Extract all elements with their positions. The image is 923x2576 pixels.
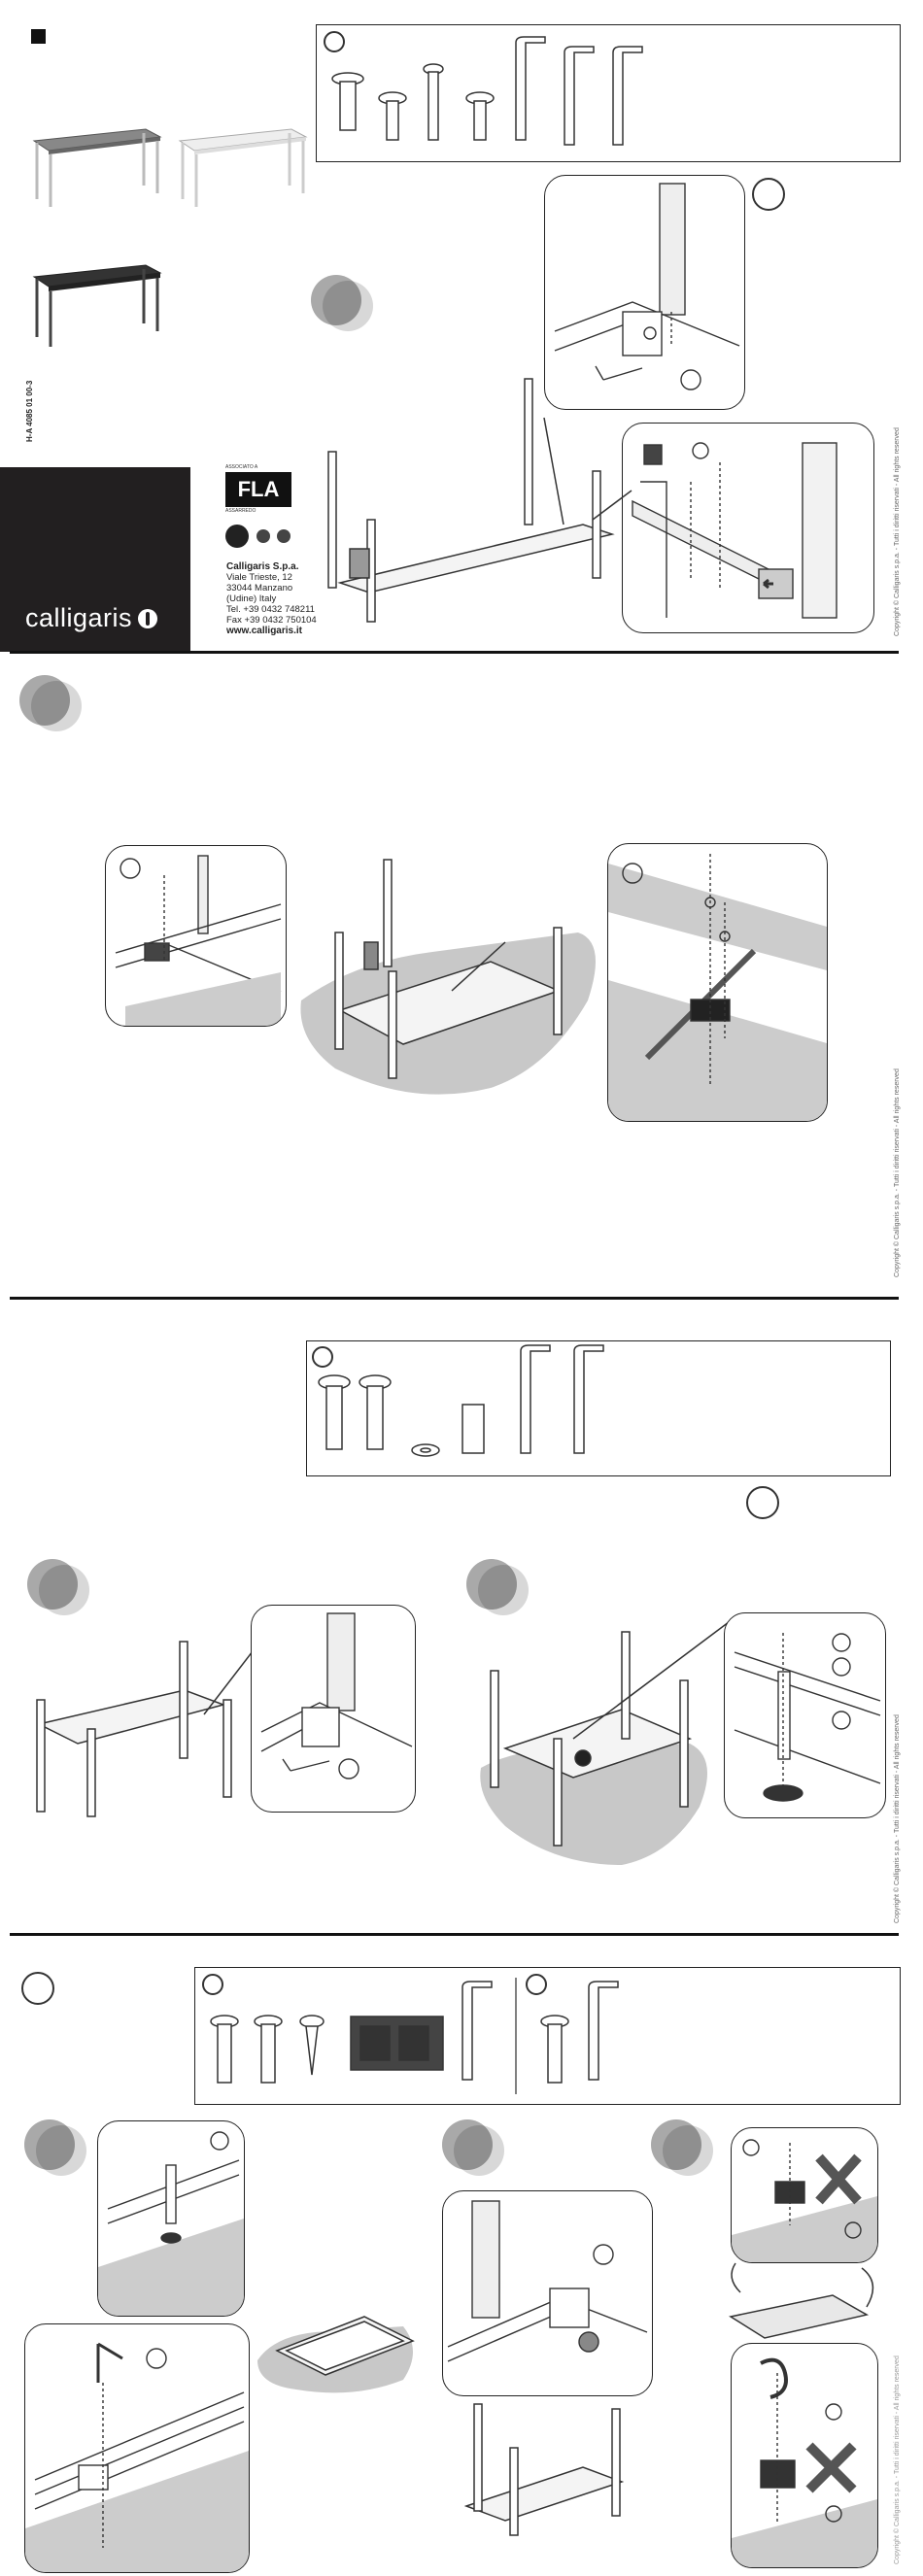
table-frame-step-1 bbox=[327, 378, 632, 623]
fla-logo: ASSOCIATO A FLA ASSARREDO bbox=[225, 464, 293, 525]
copyright-notice-2: Copyright © Calligaris s.p.a. - Tutti i … bbox=[894, 1068, 901, 1277]
brand-name: calligaris bbox=[25, 603, 158, 633]
section-divider-2 bbox=[10, 1297, 899, 1300]
brand-text: calligaris bbox=[25, 603, 133, 632]
table-frame-step-6 bbox=[463, 2403, 625, 2536]
step-indicator-2 bbox=[19, 675, 82, 733]
table-photo-white bbox=[32, 128, 162, 207]
company-address-2: 33044 Manzano bbox=[226, 583, 293, 593]
hardware-panel-2 bbox=[306, 1340, 891, 1476]
copyright-notice-3: Copyright © Calligaris s.p.a. - Tutti i … bbox=[894, 1714, 901, 1923]
table-photo-dark bbox=[32, 264, 162, 347]
detail-panel-leveler bbox=[724, 1612, 886, 1818]
table-top-step-7 bbox=[729, 2262, 874, 2339]
bracket-screw-drawing bbox=[25, 2342, 249, 2572]
brand-logo-icon bbox=[138, 609, 158, 628]
crossbar-bolt-drawing bbox=[608, 854, 827, 1121]
certification-logos bbox=[225, 525, 291, 553]
allen-key-icon bbox=[324, 31, 345, 52]
detail-panel-crossbar-bolt bbox=[607, 843, 828, 1122]
detail-panel-stopper-2 bbox=[731, 2343, 878, 2568]
leveler-insert-drawing bbox=[98, 2131, 244, 2316]
detail-panel-leg-insert bbox=[622, 423, 874, 633]
cert-badge-icon bbox=[256, 529, 271, 543]
detail-panel-leg-mount bbox=[251, 1605, 416, 1813]
copyright-notice-4: Copyright © Calligaris s.p.a. - Tutti i … bbox=[894, 2356, 901, 2564]
leg-bracket-drawing bbox=[554, 183, 740, 390]
document-number: H-A 4085 01 00-3 bbox=[25, 380, 34, 442]
step-indicator-3 bbox=[27, 1559, 89, 1617]
section-divider-3 bbox=[10, 1933, 899, 1936]
leg-join-drawing bbox=[447, 2200, 648, 2362]
step-indicator-6 bbox=[442, 2119, 504, 2178]
step-indicator-7 bbox=[651, 2119, 713, 2178]
fla-caption: ASSARREDO bbox=[225, 508, 256, 514]
company-tel: Tel. +39 0432 748211 bbox=[226, 604, 315, 615]
step-indicator-1 bbox=[311, 275, 373, 333]
leveler-drawing bbox=[734, 1633, 881, 1802]
stopper-drawing-2 bbox=[732, 2357, 877, 2567]
table-top-step-5 bbox=[257, 2316, 415, 2393]
leg-mount-drawing bbox=[260, 1612, 413, 1779]
step-indicator-5 bbox=[24, 2119, 86, 2178]
copyright-notice-1: Copyright © Calligaris s.p.a. - Tutti i … bbox=[894, 427, 901, 636]
allen-key-icon bbox=[312, 1346, 333, 1368]
corner-square bbox=[31, 29, 46, 44]
parts-drawing-1 bbox=[331, 36, 643, 146]
parts-drawing-2 bbox=[318, 1344, 604, 1457]
company-address-1: Viale Trieste, 12 bbox=[226, 572, 292, 583]
company-fax: Fax +39 0432 750104 bbox=[226, 615, 317, 626]
detail-panel-leveler-insert bbox=[97, 2120, 245, 2317]
company-address-3: (Udine) Italy bbox=[226, 593, 277, 604]
rotate-arrow-icon bbox=[746, 1486, 779, 1519]
step-indicator-4 bbox=[466, 1559, 529, 1617]
table-photo-glass bbox=[178, 128, 308, 207]
company-name: Calligaris S.p.a. bbox=[226, 561, 299, 572]
leg-insert-drawing bbox=[632, 442, 838, 619]
detail-panel-leg-bracket bbox=[544, 175, 745, 410]
allen-key-icon-2 bbox=[526, 1974, 547, 1995]
detail-panel-crossbar bbox=[105, 845, 287, 1027]
company-address: Calligaris S.p.a. Viale Trieste, 12 3304… bbox=[226, 561, 317, 636]
cert-seal-icon bbox=[225, 525, 249, 548]
rotate-arrow-icon bbox=[752, 178, 785, 211]
rotate-arrow-icon bbox=[21, 1972, 54, 2005]
parts-drawing-3 bbox=[210, 1978, 619, 2094]
hardware-panel-3 bbox=[194, 1967, 901, 2105]
hardware-panel-1 bbox=[316, 24, 901, 162]
detail-panel-stopper-1 bbox=[731, 2127, 878, 2263]
table-frame-step-2 bbox=[300, 859, 596, 1095]
company-web: www.calligaris.it bbox=[226, 626, 302, 636]
section-divider-1 bbox=[10, 651, 899, 654]
crossbar-drawing bbox=[115, 855, 282, 1026]
brand-block: calligaris bbox=[0, 467, 190, 652]
detail-panel-bracket-screw bbox=[24, 2323, 250, 2573]
table-frame-step-3 bbox=[36, 1641, 254, 1817]
cert-badge-icon-2 bbox=[276, 529, 291, 543]
associated-label: ASSOCIATO A bbox=[225, 464, 258, 470]
table-frame-step-4 bbox=[480, 1621, 730, 1865]
stopper-drawing-1 bbox=[732, 2139, 877, 2262]
fla-mark: FLA bbox=[225, 472, 291, 507]
allen-key-icon bbox=[202, 1974, 223, 1995]
detail-panel-leg-join bbox=[442, 2190, 653, 2396]
